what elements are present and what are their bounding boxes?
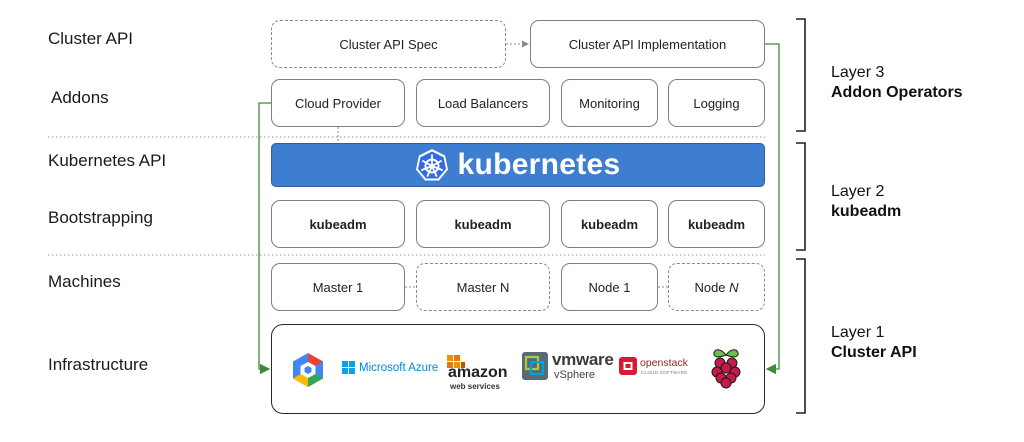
kubeadm-box-2: kubeadm <box>416 200 550 248</box>
machine-node-n-box: Node N <box>668 263 765 311</box>
vmware-wordmark: vmware <box>552 350 614 369</box>
azure-wordmark: Microsoft Azure <box>359 361 439 374</box>
amazon-wordmark: amazon <box>448 364 508 381</box>
layer2-bracket <box>796 142 806 251</box>
layer1-bracket <box>796 258 806 414</box>
cluster-api-spec-box: Cluster API Spec <box>271 20 506 68</box>
implementation-to-infra-arrow <box>765 43 780 375</box>
layer3-label: Layer 3 Addon Operators <box>831 63 963 103</box>
layer1-label: Layer 1 Cluster API <box>831 323 917 363</box>
aws-subtext: web services <box>450 382 500 391</box>
layer3-title: Layer 3 <box>831 64 885 81</box>
row-label-infrastructure: Infrastructure <box>48 355 149 374</box>
node-n-label: Node <box>694 279 730 295</box>
layer2-title: Layer 2 <box>831 183 885 200</box>
machine-master-1-box: Master 1 <box>271 263 405 311</box>
amazon-web-services-logo: amazon web services <box>446 354 516 392</box>
vsphere-icon <box>522 352 548 380</box>
kubeadm-box-4: kubeadm <box>668 200 765 248</box>
kubernetes-banner: kubernetes <box>271 143 765 187</box>
openstack-logo: openstack CLOUD SOFTWARE <box>619 356 699 382</box>
kubernetes-wordmark: kubernetes <box>457 148 621 181</box>
addon-logging-box: Logging <box>668 79 765 127</box>
row-label-addons: Addons <box>51 88 109 107</box>
addon-monitoring-box: Monitoring <box>561 79 658 127</box>
infrastructure-providers-box: Microsoft Azure amazon web services vmwa… <box>271 324 765 414</box>
aws-cubes-icon <box>447 355 465 368</box>
machine-node-1-box: Node 1 <box>561 263 658 311</box>
vsphere-subtext: vSphere <box>554 369 595 381</box>
layer1-subtitle: Cluster API <box>831 344 917 361</box>
addon-cloud-provider-box: Cloud Provider <box>271 79 405 127</box>
kubeadm-box-1: kubeadm <box>271 200 405 248</box>
machine-master-n-box: Master N <box>416 263 550 311</box>
microsoft-azure-logo: Microsoft Azure <box>342 361 438 374</box>
vmware-vsphere-logo: vmware vSphere <box>522 350 614 384</box>
openstack-subtext: CLOUD SOFTWARE <box>641 370 688 375</box>
google-cloud-icon <box>293 353 323 387</box>
layer2-label: Layer 2 kubeadm <box>831 182 901 222</box>
raspberry-pi-icon <box>711 349 741 389</box>
cluster-api-implementation-box: Cluster API Implementation <box>530 20 765 68</box>
kubeadm-box-3: kubeadm <box>561 200 658 248</box>
layer3-bracket <box>796 18 806 132</box>
openstack-icon <box>619 357 637 375</box>
kubernetes-helm-icon <box>416 149 449 181</box>
addon-load-balancers-box: Load Balancers <box>416 79 550 127</box>
layer1-title: Layer 1 <box>831 324 885 341</box>
row-label-kubernetes-api: Kubernetes API <box>48 151 167 170</box>
openstack-wordmark: openstack <box>640 357 688 369</box>
node-n-variable: N <box>729 279 739 295</box>
cloud-provider-to-infra-arrow <box>258 102 271 375</box>
row-label-machines: Machines <box>48 272 121 291</box>
row-label-cluster-api: Cluster API <box>48 29 134 48</box>
windows-flag-icon <box>342 361 355 374</box>
layer2-subtitle: kubeadm <box>831 203 902 220</box>
layer3-subtitle: Addon Operators <box>831 84 963 101</box>
row-label-bootstrapping: Bootstrapping <box>48 208 153 227</box>
